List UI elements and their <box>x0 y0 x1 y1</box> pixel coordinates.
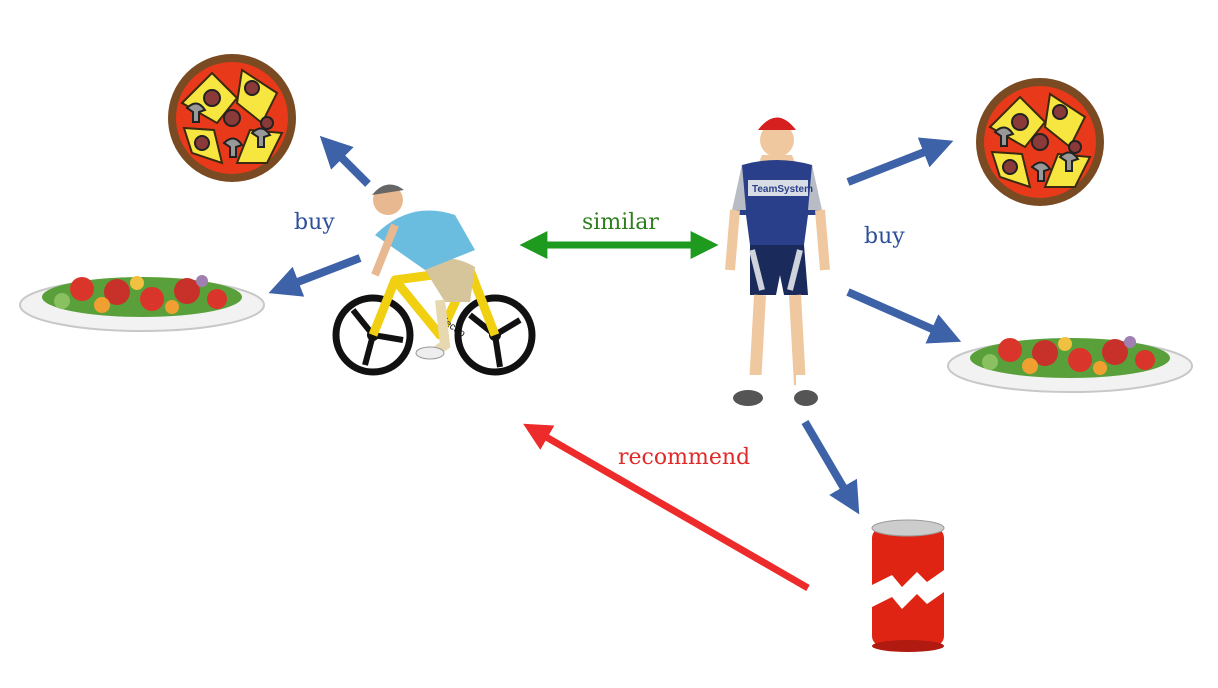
buy-arrow-soda <box>801 419 860 515</box>
buy-arrow-salad-right <box>846 288 962 344</box>
recommend-arrow <box>523 423 810 592</box>
recommend-label: recommend <box>618 445 751 470</box>
salad-image-left <box>19 274 265 332</box>
similar-label: similar <box>582 210 659 235</box>
buy-label-right: buy <box>864 224 905 249</box>
cyclist-on-bike-image: electro <box>332 184 536 376</box>
pizza-image-left <box>167 53 297 183</box>
buy-label-left: buy <box>294 210 335 235</box>
salad-image-right <box>947 335 1193 393</box>
buy-arrow-salad-left <box>268 254 362 297</box>
buy-arrow-pizza-left <box>319 135 371 187</box>
standing-cyclist-image: TeamSystem <box>725 117 830 406</box>
buy-arrow-pizza-right <box>846 137 954 186</box>
jersey-brand-text: TeamSystem <box>752 184 813 195</box>
soda-can-image <box>871 519 945 652</box>
pizza-image-right <box>975 77 1105 207</box>
